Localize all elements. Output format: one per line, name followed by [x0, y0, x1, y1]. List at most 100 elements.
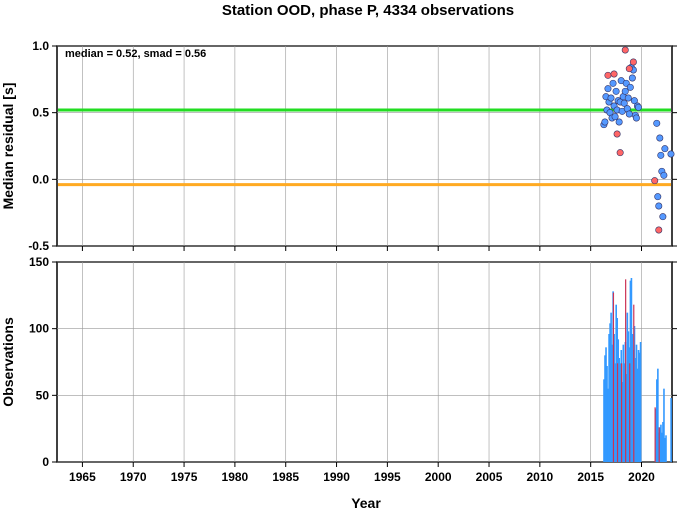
observation-bar	[626, 312, 629, 462]
observation-bar	[615, 304, 617, 462]
observation-bar	[662, 422, 664, 462]
observation-bar-outlier	[612, 292, 615, 462]
observation-bar	[604, 355, 606, 462]
y-tick-label: 0.5	[32, 106, 49, 120]
observation-bar	[639, 342, 642, 462]
residual-point	[656, 134, 664, 142]
residual-point	[634, 103, 642, 111]
residual-point-outlier	[629, 58, 637, 66]
observations-panel-frame	[56, 261, 673, 463]
residual-point	[632, 114, 640, 122]
residual-point	[604, 85, 612, 93]
x-tick-label: 1995	[374, 470, 401, 484]
residual-y-ticks: 1.0 0.5 0.0 -0.5	[28, 39, 677, 253]
observation-bar	[606, 366, 608, 462]
residual-panel-frame	[56, 45, 673, 247]
observation-bar-outlier	[625, 279, 627, 462]
residual-y-axis-label: Median residual [s]	[0, 83, 16, 210]
residual-point	[625, 110, 633, 118]
observation-bar	[613, 334, 615, 462]
observation-bar	[618, 358, 621, 462]
x-tick-label: 2010	[526, 470, 553, 484]
residual-point	[626, 83, 634, 91]
observation-bar	[633, 326, 636, 462]
observation-bar	[607, 388, 609, 462]
observation-bar-outlier	[616, 363, 619, 462]
stats-annotation: median = 0.52, smad = 0.56	[65, 48, 206, 60]
residual-point-outlier	[610, 70, 618, 78]
y-tick-label: -0.5	[28, 239, 49, 253]
observation-bar	[631, 334, 634, 462]
observation-bar	[619, 363, 622, 462]
residual-point-outlier	[621, 46, 629, 54]
observation-bar	[659, 427, 661, 462]
residual-grid	[57, 45, 672, 247]
observation-bar	[611, 344, 613, 462]
residual-reference-lines	[58, 108, 671, 187]
observation-bar	[608, 334, 610, 462]
residual-point-outlier	[616, 149, 624, 157]
residual-point	[621, 87, 629, 95]
observation-bar	[635, 344, 638, 462]
figure-title: Station OOD, phase P, 4334 observations	[222, 2, 514, 19]
observation-bar	[610, 312, 612, 462]
observation-bar	[657, 368, 659, 462]
observation-bar	[617, 339, 620, 462]
x-axis-label: Year	[351, 495, 381, 511]
observation-bar	[627, 331, 630, 462]
observations-grid	[57, 261, 672, 463]
observation-bar	[625, 374, 628, 462]
observations-bars	[603, 278, 672, 462]
residual-point	[654, 193, 662, 201]
residual-point-outlier	[651, 177, 659, 185]
residual-point	[628, 74, 636, 82]
observation-bar	[630, 278, 633, 462]
x-tick-label: 1990	[323, 470, 350, 484]
observations-y-axis-label: Observations	[0, 317, 16, 407]
y-tick-label: 1.0	[32, 39, 49, 53]
residual-point	[612, 87, 620, 95]
x-tick-label: 1965	[69, 470, 96, 484]
residual-point	[653, 119, 661, 127]
x-tick-label: 1985	[272, 470, 299, 484]
residual-point	[620, 99, 628, 107]
observation-bar	[661, 432, 663, 462]
residual-point	[611, 113, 619, 121]
residual-point	[659, 213, 667, 221]
observation-bar	[636, 368, 639, 462]
observation-bar	[629, 280, 632, 462]
observation-bar	[637, 350, 640, 462]
observation-bar	[665, 435, 667, 462]
observation-bar-outlier	[633, 304, 635, 462]
residual-point	[657, 151, 665, 159]
observation-bar	[638, 352, 641, 462]
residual-point	[609, 79, 617, 87]
x-tick-label: 2005	[476, 470, 503, 484]
observation-bar	[623, 363, 626, 462]
observation-bar	[655, 408, 657, 462]
residual-point	[607, 94, 615, 102]
residual-point-outlier	[613, 130, 621, 138]
residual-point	[655, 202, 663, 210]
observation-bar	[663, 388, 665, 462]
residual-point	[630, 97, 638, 105]
residual-point	[667, 150, 675, 158]
observation-bar	[605, 347, 607, 462]
observation-bar-outlier	[658, 427, 660, 462]
residual-point	[615, 118, 623, 126]
observation-bar-outlier	[629, 363, 631, 462]
observation-bar-outlier	[620, 363, 623, 462]
observation-bar	[622, 344, 625, 462]
x-tick-label: 2020	[628, 470, 655, 484]
x-tick-label: 1975	[171, 470, 198, 484]
residual-panel: 1.0 0.5 0.0 -0.5 median = 0.52, smad = 0.56…	[0, 39, 677, 253]
residual-point-outlier	[625, 65, 633, 73]
x-tick-label: 1980	[222, 470, 249, 484]
y-tick-label: 0.0	[32, 172, 49, 186]
residual-point-outlier	[655, 226, 663, 234]
y-tick-label: 50	[36, 388, 50, 402]
